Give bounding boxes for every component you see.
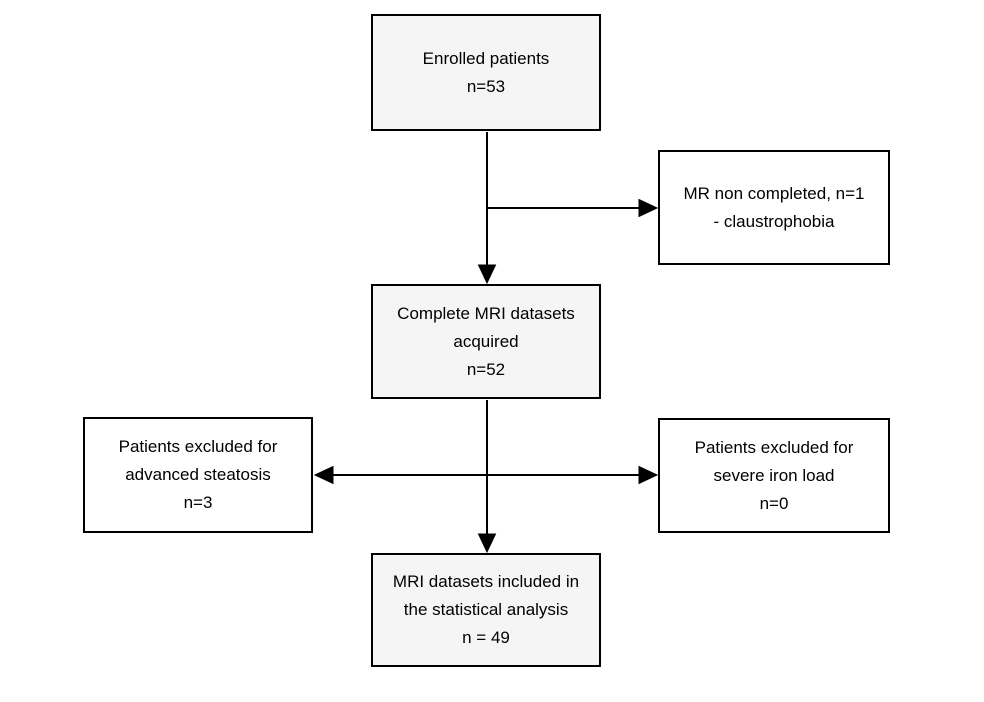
node-text-line: n = 49 [462,628,510,647]
arrow-enrolled-to-complete-mri [477,132,497,285]
arrow-complete-mri-to-included [477,400,497,554]
node-included-statistical-analysis: MRI datasets included in the statistical… [371,553,601,667]
node-text-line: Patients excluded for [118,437,278,456]
arrow-branch-to-excluded-steatosis [313,465,487,485]
node-text-line: n=0 [759,493,789,513]
node-excluded-severe-iron-load: Patients excluded for severe iron load n… [658,418,890,533]
node-text-line: the statistical analysis [403,600,569,619]
arrow-branch-to-excluded-iron [487,465,659,485]
node-text-line: n=3 [183,493,213,512]
node-text-line: MRI datasets included in [392,572,580,591]
node-text-line: MR non completed, n=1 [683,183,865,203]
node-complete-mri-datasets: Complete MRI datasets acquired n=52 [371,284,601,399]
arrow-branch-to-mr-non-completed [487,198,659,218]
node-text-line: severe iron load [713,465,835,485]
node-enrolled-patients: Enrolled patients n=53 [371,14,601,131]
node-mr-non-completed: MR non completed, n=1 - claustrophobia [658,150,890,265]
node-text-line: Complete MRI datasets [397,303,575,323]
node-text-line: - claustrophobia [713,211,835,231]
node-text-line: n=52 [466,359,506,379]
node-excluded-advanced-steatosis: Patients excluded for advanced steatosis… [83,417,313,533]
node-text-line: Enrolled patients [422,48,550,68]
node-text-line: acquired [453,331,519,351]
node-text-line: advanced steatosis [125,465,271,484]
node-text-line: Patients excluded for [694,437,854,457]
node-text-line: n=53 [466,76,506,96]
